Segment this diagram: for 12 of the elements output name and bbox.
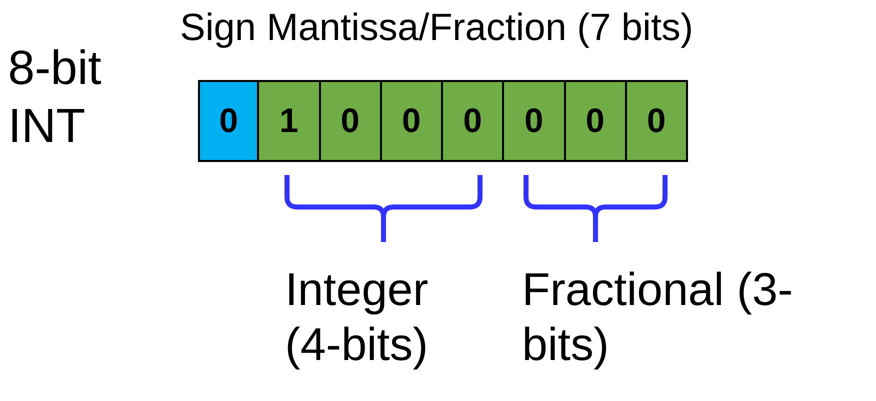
- format-label: 8-bit INT: [8, 41, 102, 155]
- bit-cell: 0: [441, 80, 504, 162]
- bit-cell: 0: [564, 80, 627, 162]
- bit-cell: 0: [502, 80, 566, 162]
- bit-cell: 1: [257, 80, 320, 162]
- bit-cell: 0: [624, 80, 688, 162]
- sign-bit-cell: 0: [198, 80, 260, 162]
- bit-cell: 0: [380, 80, 443, 162]
- bit-cell: 0: [318, 80, 382, 162]
- integer-label: Integer (4-bits): [285, 262, 430, 372]
- field-heading: Sign Mantissa/Fraction (7 bits): [180, 6, 694, 51]
- fractional-label: Fractional (3-bits): [522, 262, 794, 372]
